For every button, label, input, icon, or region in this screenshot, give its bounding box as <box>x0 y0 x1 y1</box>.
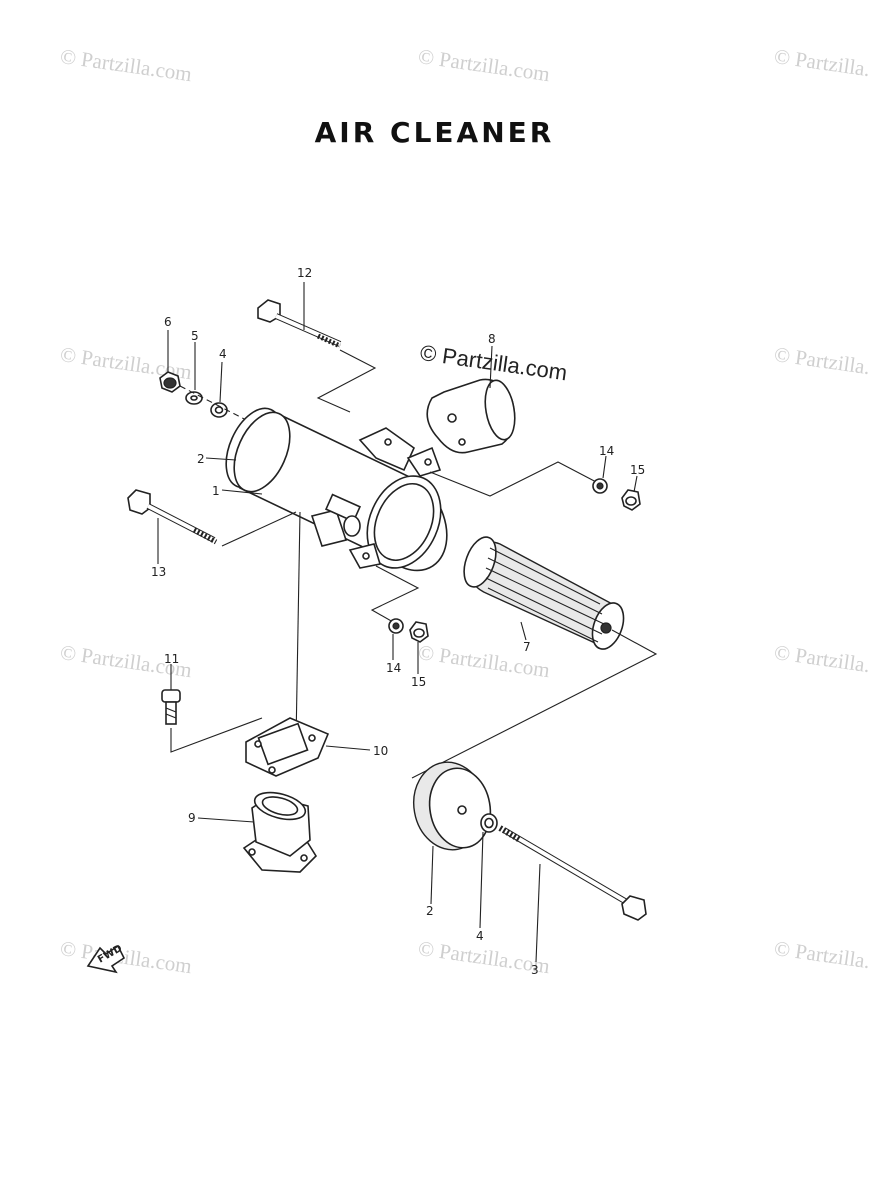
bolt-11[interactable] <box>161 689 181 725</box>
callout-13: 13 <box>151 565 166 579</box>
air-cleaner-case-1[interactable] <box>215 400 455 580</box>
callout-4: 4 <box>476 929 484 943</box>
band-8[interactable] <box>426 378 519 454</box>
callout-5: 5 <box>191 329 199 343</box>
diagram-title: AIR CLEANER <box>314 116 555 149</box>
bolt-3[interactable] <box>498 825 647 921</box>
leader-line <box>429 461 601 497</box>
callout-8: 8 <box>488 332 496 346</box>
callout-6: 6 <box>164 315 172 329</box>
forward-arrow-icon: FWD <box>86 943 126 974</box>
callout-14: 14 <box>386 661 401 675</box>
callout-1: 1 <box>212 484 220 498</box>
washer-5[interactable] <box>185 391 203 405</box>
nut-15[interactable] <box>621 489 641 511</box>
gasket-10[interactable] <box>245 717 330 777</box>
washer-14[interactable] <box>592 478 608 494</box>
washer-4[interactable] <box>480 813 498 833</box>
callout-11: 11 <box>164 652 179 666</box>
callout-7: 7 <box>523 640 531 654</box>
case-cap-2[interactable] <box>407 756 497 855</box>
leader-line <box>370 565 420 627</box>
joint-9[interactable] <box>242 788 318 873</box>
leader-line <box>179 385 255 425</box>
bolt-12[interactable] <box>257 299 342 349</box>
bolt-13[interactable] <box>127 489 218 545</box>
callout-10: 10 <box>373 744 388 758</box>
leader-line <box>170 717 263 753</box>
callout-15: 15 <box>630 463 645 477</box>
callout-4: 4 <box>219 347 227 361</box>
air-filter-element-7[interactable] <box>458 533 629 654</box>
callout-9: 9 <box>188 811 196 825</box>
callout-15: 15 <box>411 675 426 689</box>
nut-6[interactable] <box>159 371 181 393</box>
nut-15[interactable] <box>409 621 429 643</box>
callout-leaders <box>157 282 638 963</box>
leader-line <box>316 349 377 413</box>
leader-line <box>411 629 658 779</box>
callout-2: 2 <box>426 904 434 918</box>
washer-14[interactable] <box>388 618 404 634</box>
callout-3: 3 <box>531 963 539 977</box>
callout-2: 2 <box>197 452 205 466</box>
washer-4[interactable] <box>210 402 228 418</box>
callout-12: 12 <box>297 266 312 280</box>
callout-14: 14 <box>599 444 614 458</box>
leader-line <box>221 511 297 547</box>
leader-line <box>295 511 301 743</box>
